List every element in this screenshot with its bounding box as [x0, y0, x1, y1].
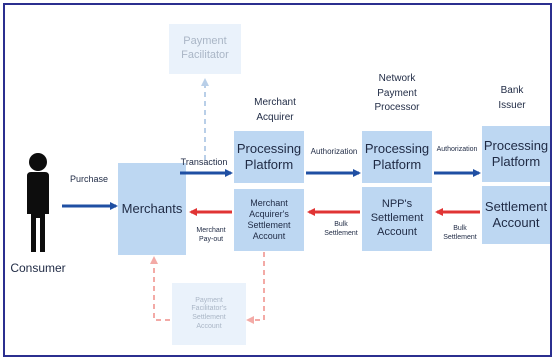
purchase-label: Purchase: [69, 174, 109, 184]
consumer-label: Consumer: [10, 261, 66, 275]
authorization-label-2: Authorization: [436, 146, 478, 153]
acquirer-settlement-account-box: Merchant Acquirer's Settlement Account: [234, 189, 304, 251]
acquirer-processing-platform-box: Processing Platform: [234, 131, 304, 183]
bulk-settlement-label-1: Bulk Settlement: [324, 221, 358, 238]
transaction-label: Transaction: [180, 157, 228, 167]
person-silhouette-icon: [27, 153, 49, 252]
npp-processing-platform-box: Processing Platform: [362, 131, 432, 183]
pf-settlement-dashed-line: [246, 252, 265, 324]
bulk-settlement-label-2: Bulk Settlement: [443, 225, 477, 242]
merchant-payout-label: Merchant Pay-out: [196, 227, 226, 244]
merchants-box: Merchants: [118, 163, 186, 255]
pf-to-merchants-dashed-line: [150, 256, 170, 321]
issuer-settlement-account-box: Settlement Account: [482, 186, 550, 244]
header-network-payment-processor: Network Payment Processor: [374, 73, 420, 113]
npp-settlement-account-box: NPP's Settlement Account: [362, 187, 432, 251]
authorization-label-1: Authorization: [310, 147, 358, 156]
payment-facilitator-box: Payment Facilitator: [169, 24, 241, 74]
header-merchant-acquirer: Merchant Acquirer: [254, 97, 296, 123]
issuer-processing-platform-box: Processing Platform: [482, 126, 550, 182]
header-bank-issuer: Bank Issuer: [498, 85, 526, 111]
payment-facilitator-settlement-account-box: Payment Facilitator's Settlement Account: [172, 283, 246, 345]
